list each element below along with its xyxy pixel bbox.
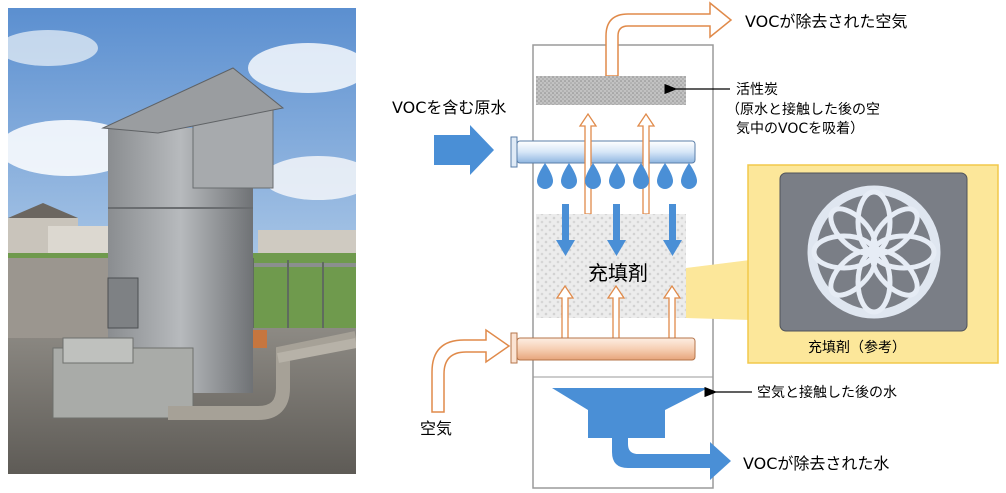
- clean-air-outlet-arrow: [605, 1, 733, 77]
- raw-water-label: VOCを含む原水: [392, 98, 506, 117]
- upflow-air-arrows-top: [578, 112, 656, 215]
- water-droplets: [537, 163, 697, 189]
- raw-water-inlet-arrow: [434, 125, 494, 175]
- stripping-tower-photo: [8, 8, 356, 474]
- air-pipe-flange: [510, 332, 518, 364]
- downflow-water-arrows: [556, 204, 682, 256]
- water-after-contact-label: 空気と接触した後の水: [757, 384, 897, 401]
- clean-water-label: VOCが除去された水: [743, 454, 889, 473]
- packing-ref-label: 充填剤（参考）: [808, 339, 906, 356]
- clean-water-outlet-arrow: [612, 438, 731, 480]
- packing-reference-image: [779, 172, 968, 332]
- packing-zone: [536, 214, 686, 318]
- activated-carbon-note-2: 気中のVOCを吸着）: [736, 121, 864, 137]
- packing-ref-callout-pointer: [686, 260, 750, 320]
- activated-carbon-title: 活性炭: [736, 82, 778, 98]
- clean-air-label: VOCが除去された空気: [745, 12, 907, 31]
- activated-carbon-layer: [536, 76, 686, 105]
- packing-label: 充填剤: [588, 261, 648, 285]
- air-distribution-pipe: [516, 337, 696, 361]
- activated-carbon-note-1: （原水と接触した後の空: [726, 101, 880, 118]
- air-inlet-arrow: [431, 328, 511, 413]
- water-collection-funnel: [552, 388, 708, 438]
- upflow-air-arrows-bottom: [555, 284, 682, 341]
- air-in-label: 空気: [420, 419, 452, 438]
- water-pipe-flange: [510, 136, 518, 168]
- water-distribution-pipe: [516, 140, 696, 164]
